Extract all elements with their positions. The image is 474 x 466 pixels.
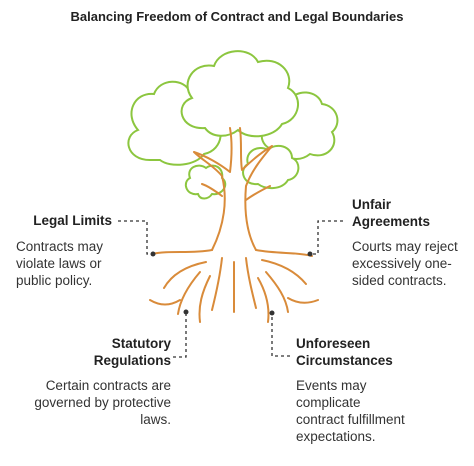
unforeseen-circumstances-title: Unforeseen Circumstances — [296, 336, 393, 368]
foliage-cloud-small — [242, 144, 300, 190]
diagram-title: Balancing Freedom of Contract and Legal … — [70, 9, 404, 24]
roots-left — [149, 249, 213, 323]
trunk-branch-small — [201, 183, 271, 201]
connector-unforeseen-circumstances — [271, 313, 290, 357]
trunk-outline — [193, 127, 273, 251]
connector-unfair-agreements — [310, 220, 343, 255]
unforeseen-circumstances-text: Events may complicate contract fulfillme… — [296, 378, 405, 444]
connectors — [118, 220, 343, 358]
connector-statutory-regulations — [173, 312, 187, 358]
connector-dots — [150, 251, 313, 316]
unfair-agreements-text: Courts may reject excessively one-sided … — [352, 239, 458, 288]
roots-right — [255, 249, 319, 323]
legal-limits-text: Contracts may violate laws or public pol… — [16, 239, 104, 288]
roots-center — [211, 257, 257, 313]
tree-foliage — [127, 50, 339, 200]
statutory-regulations-text: Certain contracts are governed by protec… — [34, 378, 171, 427]
tree-trunk — [149, 127, 319, 323]
statutory-regulations-title: Statutory Regulations — [93, 336, 171, 368]
unfair-agreements-title: Unfair Agreements — [352, 197, 431, 229]
legal-limits-title: Legal Limits — [33, 213, 112, 228]
connector-legal-limits — [118, 220, 153, 255]
foliage-cloud-top — [180, 50, 299, 138]
